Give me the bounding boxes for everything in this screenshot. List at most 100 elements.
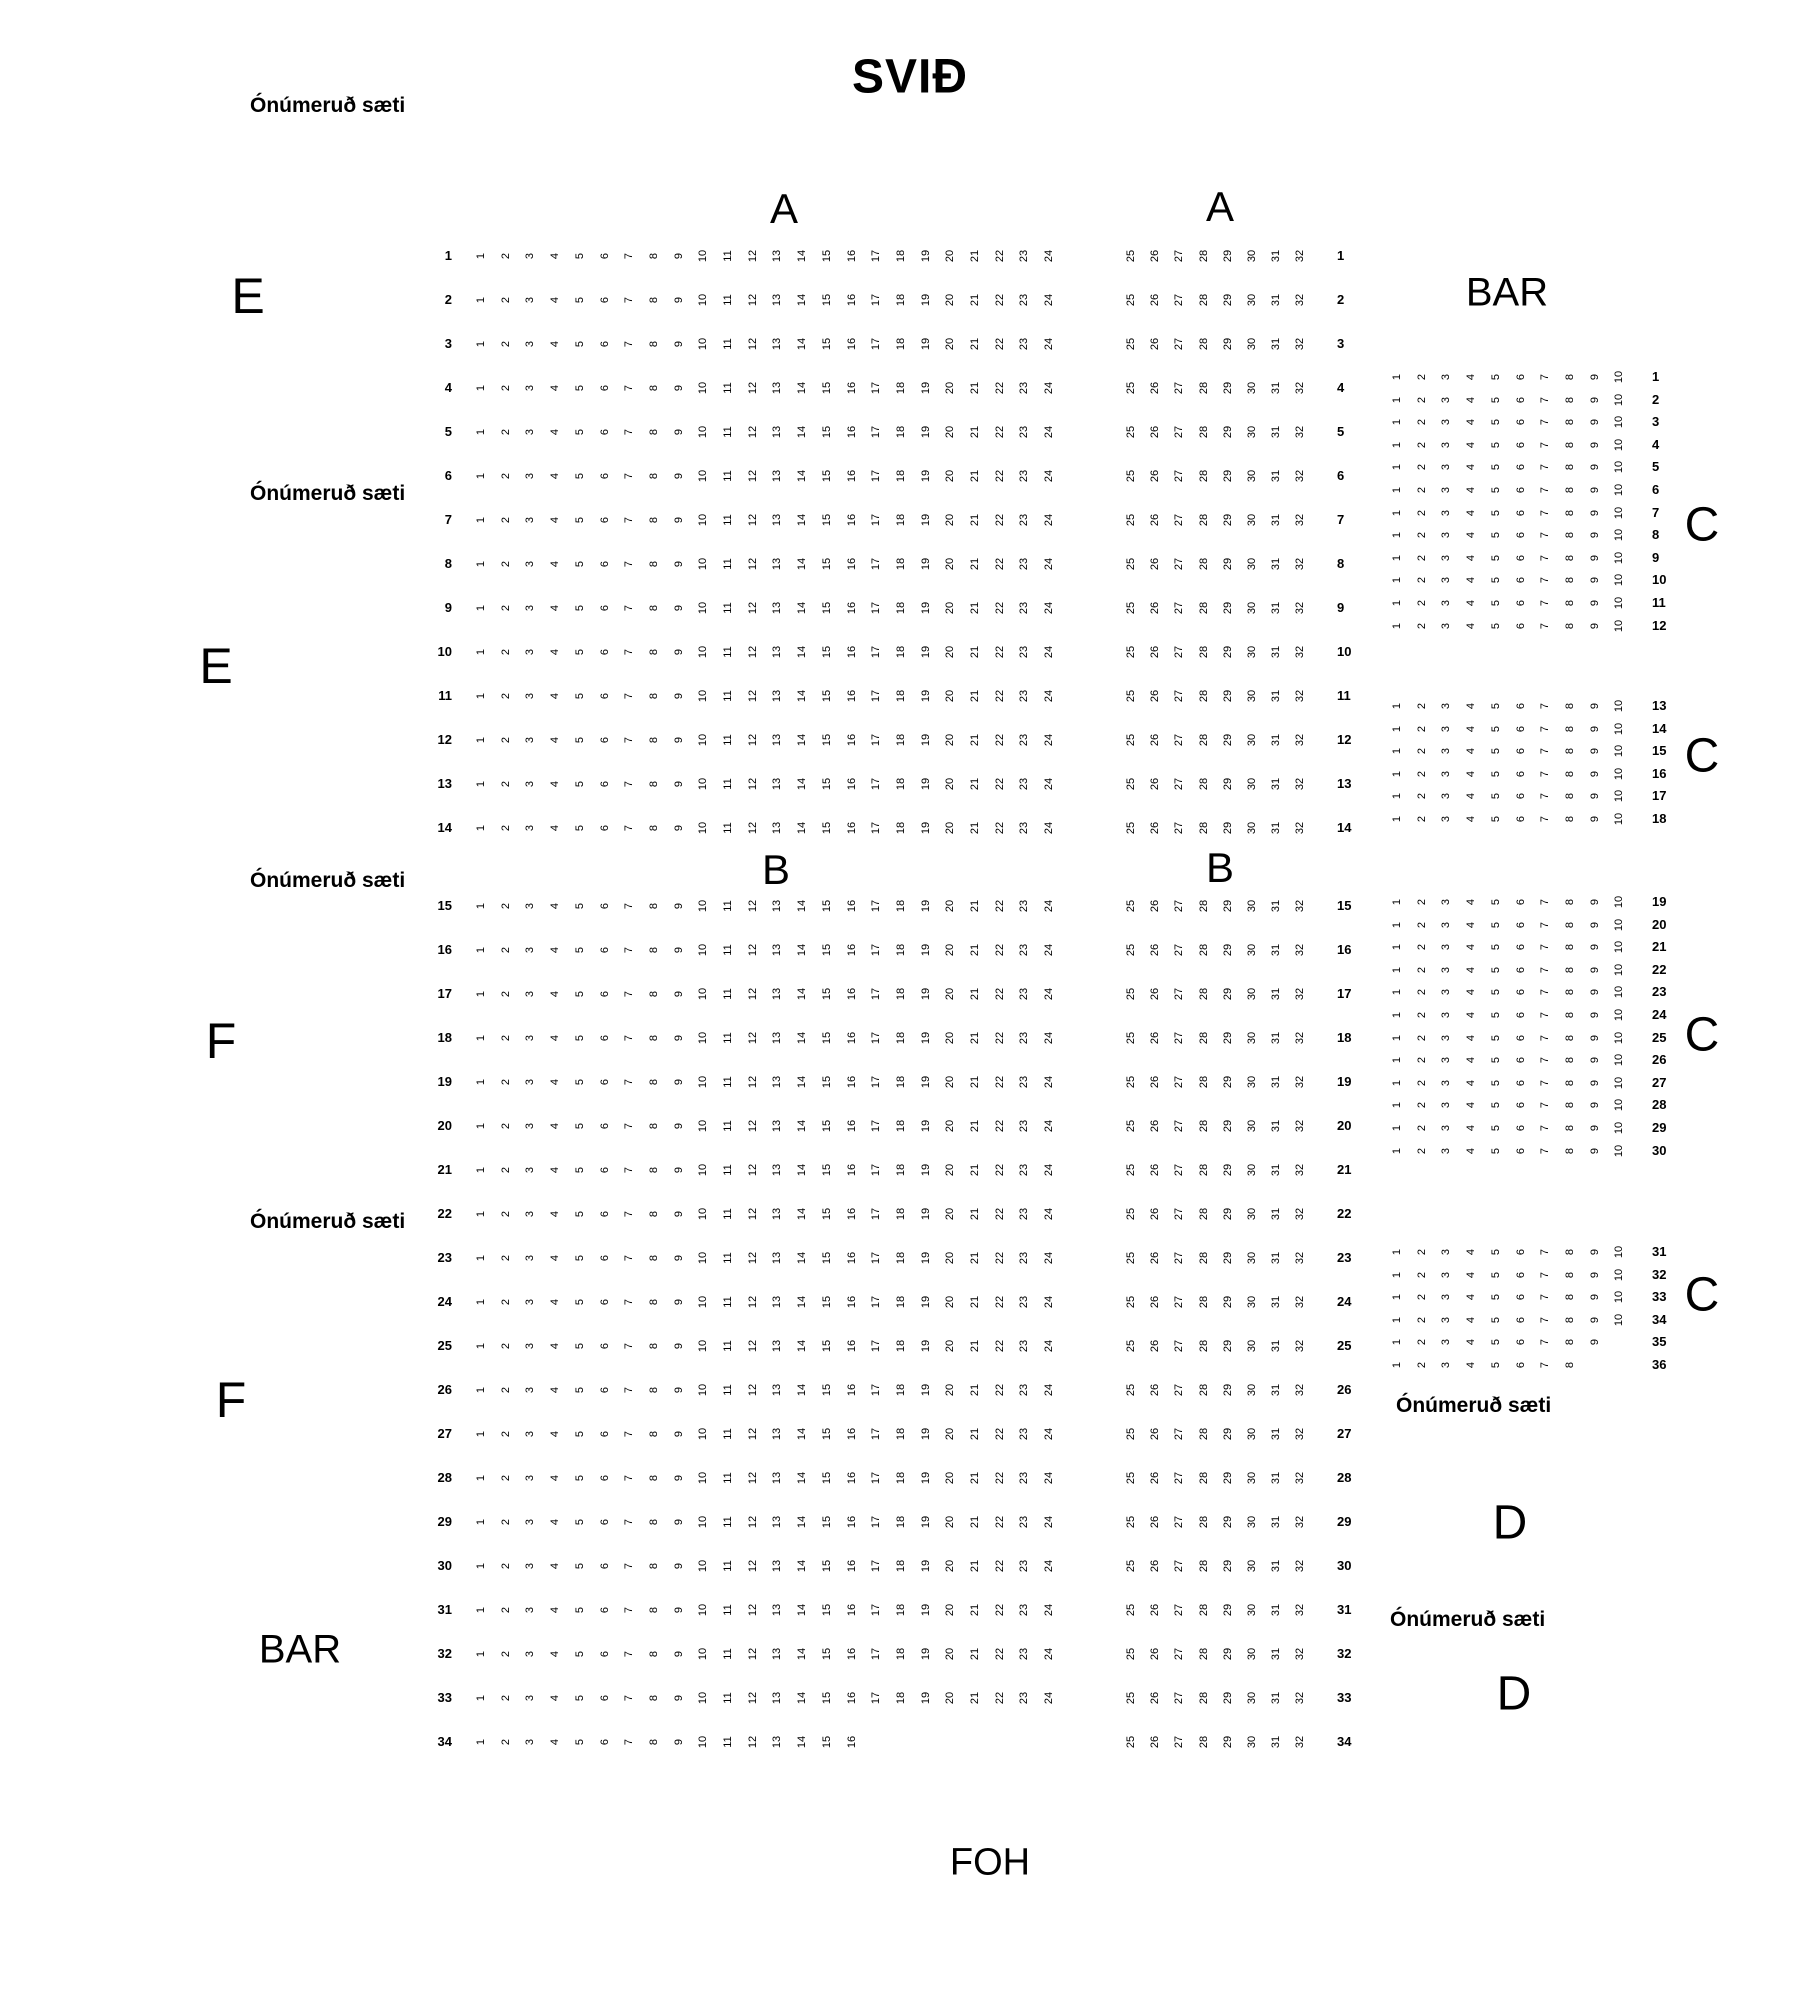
seat-number: 12 [746, 943, 759, 957]
seat-number: 5 [1489, 1102, 1502, 1109]
seat-number: 4 [1465, 1102, 1478, 1109]
seat-number: 4 [1465, 532, 1478, 539]
seat-number: 15 [820, 777, 833, 791]
seat-number: 24 [1043, 1647, 1056, 1661]
row-number-left: 31 [437, 1602, 452, 1617]
seat-number: 26 [1149, 1075, 1162, 1089]
seat-number: 12 [746, 469, 759, 483]
seat-number: 26 [1149, 293, 1162, 307]
seat-number: 15 [820, 821, 833, 835]
seat-number: 27 [1173, 557, 1186, 571]
seat-number: 24 [1043, 1471, 1056, 1485]
row-number-left: 9 [444, 600, 452, 615]
seat-number: 11 [722, 778, 734, 790]
seat-number: 17 [870, 821, 883, 835]
seat-number: 2 [1415, 770, 1428, 777]
seat-number: 29 [1221, 513, 1234, 527]
seat-number: 12 [746, 1075, 759, 1089]
seat-number: 8 [647, 1518, 660, 1526]
seat-number: 14 [796, 1559, 809, 1573]
seat-number: 2 [1415, 1034, 1428, 1041]
seat-number: 17 [870, 1163, 883, 1177]
seat-number: 11 [722, 1472, 734, 1484]
seat-number: 11 [722, 294, 734, 306]
seat-number: 5 [1489, 921, 1502, 928]
seat-number: 29 [1221, 1383, 1234, 1397]
seat-number: 20 [944, 1163, 957, 1177]
seat-number: 8 [1563, 441, 1576, 448]
seat-number: 7 [623, 1430, 636, 1438]
seat-number: 3 [1440, 989, 1453, 996]
seat-number: 17 [870, 601, 883, 615]
seat-number: 21 [969, 1471, 981, 1485]
seat-number: 28 [1197, 1163, 1210, 1177]
seat-number: 13 [771, 469, 784, 483]
row-number-left: 33 [437, 1690, 452, 1705]
seat-number: 6 [1514, 486, 1527, 494]
seat-number: 27 [1173, 1383, 1186, 1397]
seat-number: 30 [1246, 1031, 1258, 1045]
seat-number: 30 [1246, 1207, 1258, 1221]
seat-number: 31 [1270, 1691, 1283, 1705]
seat-number: 29 [1221, 249, 1234, 263]
seat-number: 19 [919, 601, 932, 615]
seat-number: 16 [845, 1339, 858, 1353]
seat-number: 4 [549, 1518, 562, 1526]
seat-number: 23 [1018, 1163, 1031, 1177]
seat-number: 7 [1539, 486, 1552, 494]
seat-number: 1 [1391, 898, 1403, 906]
seat-number: 20 [944, 249, 957, 263]
seat-number: 17 [870, 1515, 883, 1529]
seat-number: 7 [623, 692, 636, 700]
seat-number: 3 [1440, 815, 1453, 823]
seat-number: 3 [524, 1694, 537, 1702]
seat-number: 17 [870, 987, 883, 1001]
seat-number: 13 [771, 1339, 784, 1353]
seat-number: 2 [499, 692, 512, 700]
seat-number: 2 [1415, 1339, 1428, 1346]
seat-number: 30 [1246, 513, 1258, 527]
seat-number: 14 [796, 689, 809, 703]
seat-number: 5 [573, 472, 586, 480]
seat-number: 31 [1270, 601, 1283, 615]
seat-number: 13 [771, 425, 784, 439]
seat-number: 18 [894, 777, 907, 791]
seat-number: 26 [1149, 425, 1162, 439]
seat-number: 8 [1563, 770, 1576, 777]
seat-number: 13 [771, 1031, 784, 1045]
seat-number: 29 [1221, 1295, 1234, 1309]
seat-number: 10 [1613, 1144, 1626, 1157]
seat-number: 1 [1391, 1361, 1403, 1369]
seat-number: 7 [623, 516, 636, 524]
seat-number: 21 [969, 1119, 981, 1133]
seat-number: 20 [944, 469, 957, 483]
seat-number: 7 [623, 902, 636, 910]
seat-number: 31 [1270, 381, 1283, 395]
seat-number: 23 [1018, 381, 1031, 395]
seat-number: 13 [771, 557, 784, 571]
seat-number: 14 [796, 293, 809, 307]
seat-number: 26 [1149, 1383, 1162, 1397]
seat-number: 10 [697, 943, 710, 957]
seat-number: 18 [894, 821, 907, 835]
seat-number: 10 [697, 249, 710, 263]
seat-number: 15 [820, 469, 833, 483]
c-row-number: 13 [1652, 698, 1667, 713]
seat-number: 6 [598, 1034, 611, 1042]
seat-number: 10 [697, 733, 710, 747]
seat-number: 2 [1415, 725, 1428, 732]
seat-number: 19 [919, 1207, 932, 1221]
seat-number: 5 [1489, 419, 1502, 426]
seat-number: 23 [1018, 645, 1031, 659]
row-number-right: 4 [1337, 380, 1345, 395]
seat-number: 14 [796, 557, 809, 571]
seat-number: 6 [598, 428, 611, 436]
seat-number: 6 [1514, 373, 1527, 381]
seat-number: 16 [845, 987, 858, 1001]
seat-number: 10 [1613, 963, 1626, 976]
c-row-number: 18 [1652, 811, 1667, 826]
seat-number: 24 [1043, 733, 1056, 747]
seat-number: 5 [1489, 944, 1502, 951]
seat-number: 7 [623, 1650, 636, 1658]
